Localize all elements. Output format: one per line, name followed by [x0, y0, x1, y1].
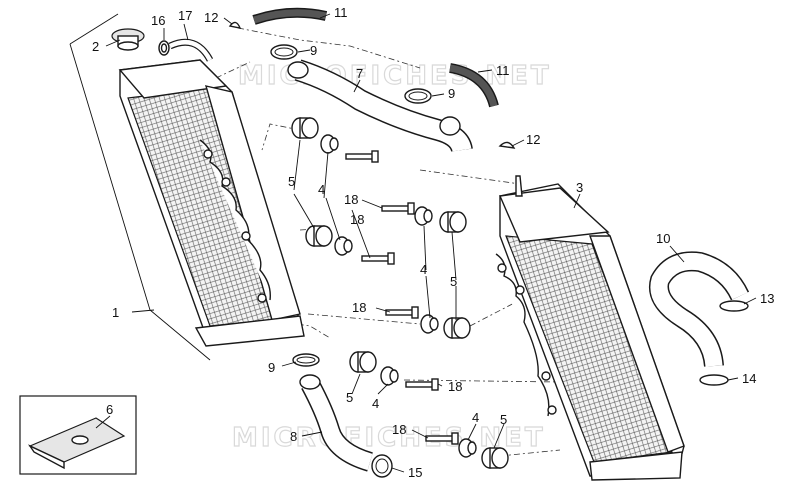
callout-4-b: 4	[420, 262, 427, 277]
hose-clip-top	[228, 21, 242, 29]
callout-10: 10	[656, 231, 670, 246]
callout-4-d: 4	[472, 410, 479, 425]
callout-16: 16	[151, 13, 165, 28]
grommet-middle-left	[305, 225, 333, 247]
callout-15: 15	[408, 465, 422, 480]
inset-box	[19, 395, 137, 475]
callout-18-e: 18	[392, 422, 406, 437]
grommet-right-upper	[439, 211, 467, 233]
callout-11-b: 11	[496, 63, 510, 78]
right-radiator	[495, 175, 685, 481]
callout-1: 1	[112, 305, 119, 320]
grommet-lower	[349, 351, 377, 373]
spacer-lower	[380, 366, 399, 386]
callout-2: 2	[92, 39, 99, 54]
grommet-upper-left	[291, 117, 319, 139]
callout-4-c: 4	[372, 396, 379, 411]
lower-hose	[299, 374, 374, 472]
spacer-right-upper	[414, 206, 433, 226]
hose-clamp-middle	[404, 88, 432, 104]
hose-clamp-bottom	[371, 454, 393, 478]
callout-9-a: 9	[310, 43, 317, 58]
seal-ring	[158, 40, 170, 56]
grommet-right-middle	[443, 317, 471, 339]
spacer-upper-left	[320, 134, 339, 154]
bolt-right-upper	[381, 202, 415, 215]
callout-12-a: 12	[204, 10, 218, 25]
bolt-right-middle	[385, 306, 419, 319]
callout-18-b: 18	[350, 212, 364, 227]
left-radiator	[118, 59, 305, 347]
bolt-bottom	[425, 432, 459, 445]
top-hose	[252, 7, 328, 25]
leader-lines	[95, 13, 757, 473]
side-hose	[649, 251, 750, 368]
callout-5-c: 5	[346, 390, 353, 405]
callout-17: 17	[178, 8, 192, 23]
callout-4-a: 4	[318, 182, 325, 197]
grommet-bottom	[481, 447, 509, 469]
callout-labels: 1 2 3 4 4 4 4 5 5 5 5 6 7 8 9 9 9 10 11 …	[92, 5, 774, 480]
radiator-cap	[111, 28, 145, 51]
callout-3: 3	[576, 180, 583, 195]
callout-5-a: 5	[288, 174, 295, 189]
callout-9-b: 9	[448, 86, 455, 101]
callout-6: 6	[106, 402, 113, 417]
hose-clamp-side-lower	[699, 374, 729, 386]
callout-14: 14	[742, 371, 756, 386]
callout-18-a: 18	[344, 192, 358, 207]
callout-7: 7	[356, 66, 363, 81]
callout-9-c: 9	[268, 360, 275, 375]
callout-5-b: 5	[450, 274, 457, 289]
main-hose	[287, 59, 473, 153]
callout-13: 13	[760, 291, 774, 306]
callout-18-c: 18	[352, 300, 366, 315]
callout-18-d: 18	[448, 379, 462, 394]
right-hose	[449, 63, 499, 108]
spacer-right-middle	[420, 314, 439, 334]
callout-11-a: 11	[334, 5, 348, 20]
callout-5-d: 5	[500, 412, 507, 427]
assembly-dashed-lines	[215, 27, 561, 457]
hose-clamp-lower	[292, 353, 320, 367]
callout-8: 8	[290, 429, 297, 444]
hose-clamp-top	[270, 44, 298, 60]
bolt-lower	[405, 378, 439, 391]
hose-clip-right	[498, 141, 516, 149]
callout-12-b: 12	[526, 132, 540, 147]
bolt-upper	[345, 150, 379, 163]
spacer-bottom	[458, 438, 477, 458]
hose-clamp-side-upper	[719, 300, 749, 312]
spacer-middle-left	[334, 236, 353, 256]
bolt-middle-left	[361, 252, 395, 265]
